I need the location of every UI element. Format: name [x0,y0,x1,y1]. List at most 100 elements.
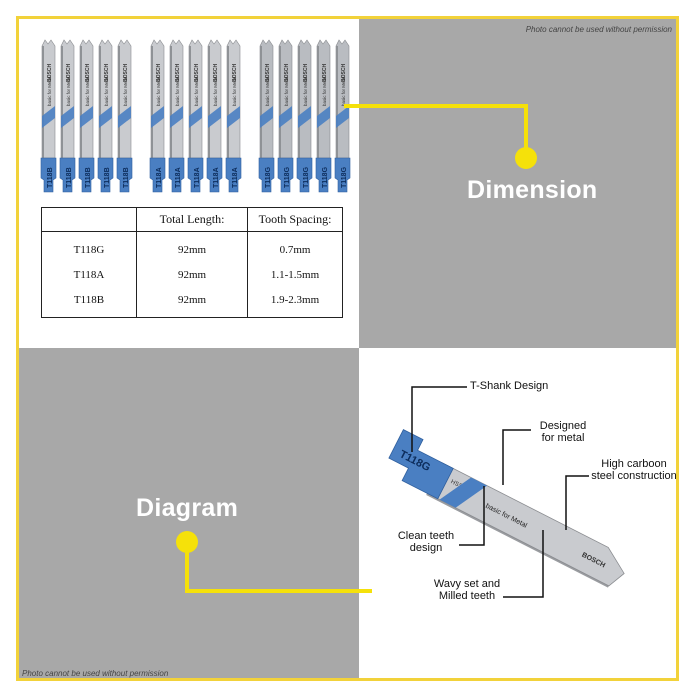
blade-t-shank [334,157,351,193]
blade-teeth-edge [260,46,262,158]
blade-teeth-edge [298,46,300,158]
table-row: T118A 92mm 1.1-1.5mm [41,262,343,287]
blade-teeth-edge [61,46,63,158]
blade-teeth-edge [99,46,101,158]
blade-t-shank [258,157,275,193]
dimension-marker-dot [515,147,537,169]
table-row: T118G 92mm 0.7mm [41,231,343,262]
blade-blue-stripe [151,106,164,128]
blade-blue-stripe [317,106,330,128]
blade-line-text: basic for Metal [85,77,90,106]
blade-code-text: T118G [284,166,291,188]
spec-header-spacing: Tooth Spacing: [247,207,343,232]
spec-model: T118G [41,231,137,262]
blade-code-text: T118A [213,167,220,188]
blade-blue-stripe [118,106,131,128]
blade-line-text: basic for Metal [175,77,180,106]
blade-brand-text: BOSCH [66,64,72,82]
blade-line-text: basic for Metal [213,77,218,106]
callout-clean-l2: design [409,542,443,554]
blade-code-text: T118B [123,167,130,188]
blade-t-shank [116,157,133,193]
callout-line-clean [459,486,485,546]
blade-t-shank [59,157,76,193]
blade-blue-stripe [260,106,273,128]
blade-code-text: T118A [232,167,239,188]
dimension-label: Dimension [467,176,598,204]
blade-brand-text: BOSCH [85,64,91,82]
callout-clean-teeth: Clean teeth design [392,530,460,554]
blade-t-shank [225,157,242,193]
blade-line-text: basic for Metal [284,77,289,106]
blade-code-text: T118G [341,166,348,188]
blade-line-text: basic for Metal [232,77,237,106]
callout-designed-l1: Designed [539,420,587,432]
callout-t-shank: T-Shank Design [470,380,548,392]
blade-brand-text: BOSCH [156,64,162,82]
blade-code-text: T118B [47,167,54,188]
blade-teeth-edge [151,46,153,158]
blade-brand-text: BOSCH [232,64,238,82]
blade-brand-text: BOSCH [322,64,328,82]
diagram-label: Diagram [136,494,239,522]
callout-high-carbon: High carboon steel construction [585,458,683,482]
callout-wavy-set: Wavy set and Milled teeth [428,578,506,602]
blade-t-shank [149,157,166,193]
callout-t-shank-text: T-Shank Design [470,380,549,392]
blade-code-text: T118B [66,167,73,188]
blade-code-text: T118A [156,167,163,188]
blade-line-text: basic for Metal [265,77,270,106]
spec-table: Total Length: Tooth Spacing: T118G 92mm … [41,207,343,318]
blade-line-text: basic for Metal [123,77,128,106]
blade-t-shank [187,157,204,193]
callout-carbon-l1: High carboon [601,458,667,470]
blade-t-shank [277,157,294,193]
frame-border [16,16,679,681]
blade-teeth-edge [208,46,210,158]
dimension-connector [344,104,528,156]
blade-blue-stripe [279,106,292,128]
blade-brand-text: BOSCH [303,64,309,82]
callout-carbon-l2: steel construction [591,470,677,482]
diagram-connector [185,542,372,593]
blade-blue-stripe [99,106,112,128]
blade-line-text: basic for Metal [104,77,109,106]
blade-teeth-edge [227,46,229,158]
blade-blue-stripe [227,106,240,128]
blade-blue-stripe [189,106,202,128]
blade-teeth-edge [118,46,120,158]
blade-t-shank [168,157,185,193]
blade-line-text: basic for Metal [303,77,308,106]
callout-clean-l1: Clean teeth [397,530,455,542]
blade-teeth-edge [279,46,281,158]
blade-t-shank [296,157,313,193]
callout-designed-l2: for metal [541,432,585,444]
callout-line-carbon [565,475,589,530]
callout-wavy-l1: Wavy set and [433,578,501,590]
spec-table-header: Total Length: Tooth Spacing: [41,207,343,232]
blade-teeth-edge [80,46,82,158]
blade-brand-text: BOSCH [47,64,53,82]
spec-length: 92mm [136,231,248,262]
blade-brand-text: BOSCH [284,64,290,82]
blade-line-text: basic for Metal [194,77,199,106]
diagram-label-panel [19,348,359,678]
blade-teeth-edge [42,46,44,158]
blade-blue-stripe [439,477,488,508]
table-row: T118B 92mm 1.9-2.3mm [41,287,343,318]
permission-notice-top: Photo cannot be used without permission [525,25,672,34]
blade-blue-stripe [80,106,93,128]
blade-line-text: basic for Metal [322,77,327,106]
blade-code-text: T118G [322,166,329,188]
